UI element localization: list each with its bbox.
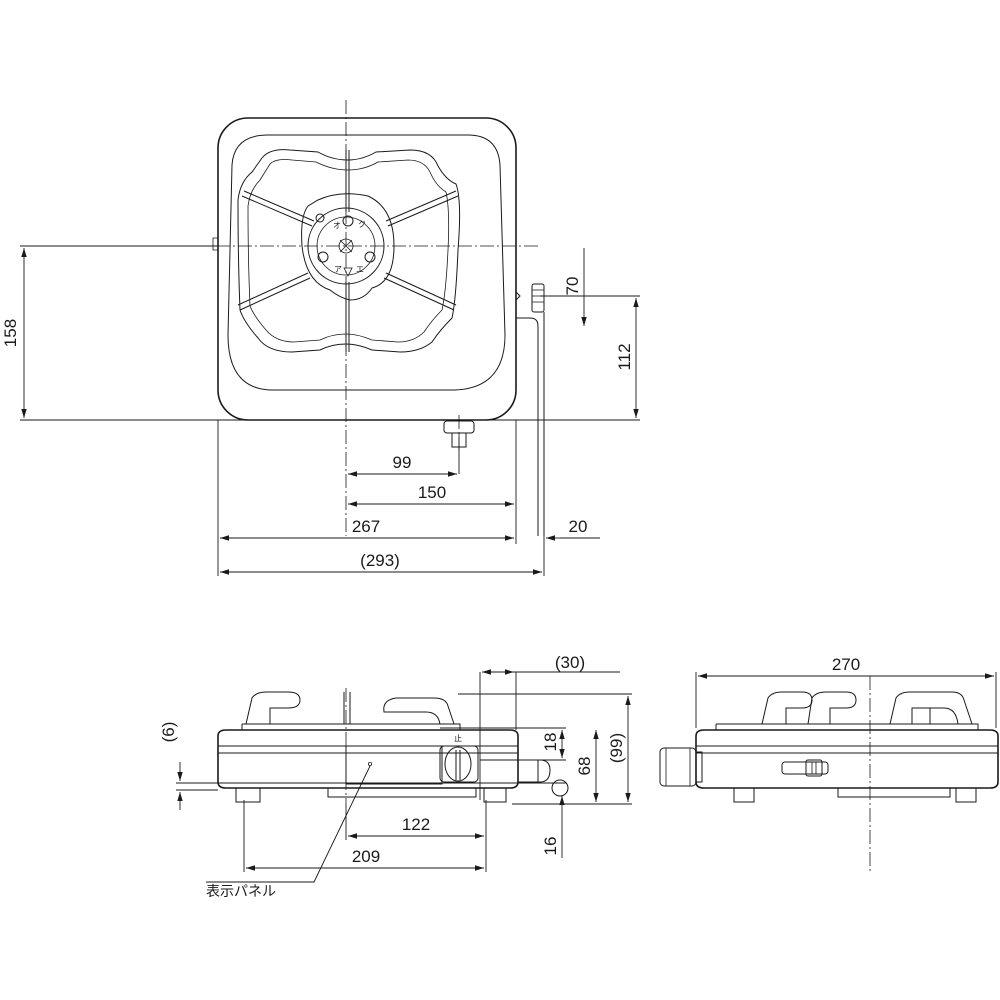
dim-267: 267: [352, 517, 380, 536]
dim-158: 158: [1, 319, 20, 347]
dim-18: 18: [541, 733, 560, 752]
top-view: オ ク ア エ 158: [1, 100, 640, 576]
front-control-knob: 止: [439, 733, 479, 783]
front-view: 止 (30) (6) 18: [159, 653, 632, 900]
side-knob-slot: [781, 759, 829, 777]
dim-30: (30): [555, 653, 585, 672]
burner-mark-o: オ: [333, 221, 341, 230]
tray-outline: [227, 134, 506, 391]
dim-68: 68: [575, 757, 594, 776]
dim-112: 112: [615, 343, 634, 370]
dim-99-height: (99): [607, 733, 626, 763]
burner-mark-ku: ク: [358, 220, 366, 229]
gas-inlet-fitting: [515, 283, 545, 536]
grate-outer: [237, 149, 461, 353]
side-gas-fitting: [659, 747, 703, 787]
side-view: 270: [659, 655, 999, 874]
front-body-outline: [217, 729, 519, 789]
burner-mark-e: エ: [356, 265, 364, 274]
display-panel: [345, 745, 443, 785]
stove-body-outline: [217, 117, 517, 421]
dim-293: (293): [360, 551, 400, 570]
front-gas-inlet: [518, 759, 569, 797]
side-body-outline: [695, 729, 999, 789]
burner-cap-outer: [301, 193, 395, 301]
grate-lug-right: [383, 697, 455, 725]
dim-122: 122: [402, 815, 430, 834]
burner-ports: [315, 213, 376, 277]
dim-6: (6): [159, 722, 178, 743]
grate-arms: [237, 150, 459, 352]
dim-150: 150: [418, 483, 446, 502]
dim-270: 270: [832, 655, 860, 674]
dim-209: 209: [352, 847, 380, 866]
grate-lug-left: [245, 691, 301, 725]
dim-20: 20: [569, 517, 588, 536]
dim-99: 99: [393, 453, 412, 472]
dim-16: 16: [541, 837, 560, 856]
display-panel-label: 表示パネル: [206, 884, 276, 900]
grate-inner: [247, 159, 450, 343]
display-panel-leader: [206, 765, 371, 883]
burner-mark-a: ア: [334, 265, 342, 274]
knob-mark: 止: [454, 733, 462, 743]
dim-70: 70: [563, 277, 582, 296]
